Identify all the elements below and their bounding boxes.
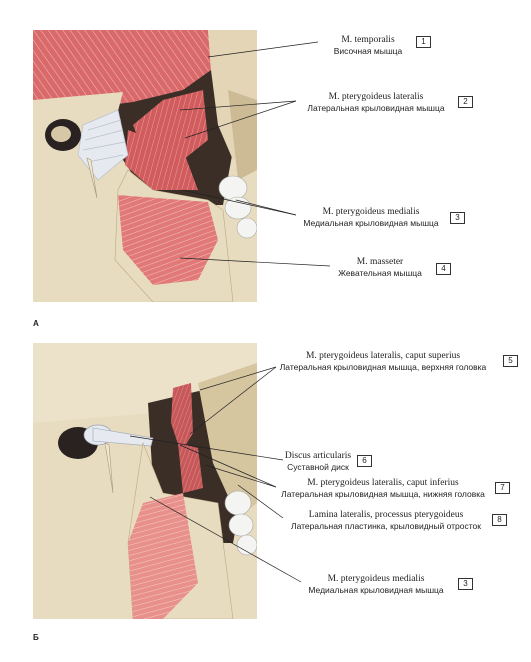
- label-7-latin: M. pterygoideus lateralis, caput inferiu…: [307, 478, 459, 488]
- label-4-russian: Жевательная мышца: [338, 268, 422, 278]
- label-3a-latin: M. pterygoideus medialis: [322, 207, 420, 217]
- illustration-panel-b: [33, 343, 257, 619]
- label-4: M. masseter Жевательная мышца: [330, 257, 430, 279]
- label-5-latin: M. pterygoideus lateralis, caput superiu…: [305, 351, 461, 361]
- label-3a-russian: Медиальная крыловидная мышца: [303, 218, 439, 228]
- label-6-latin: Discus articularis: [284, 451, 352, 461]
- callout-number-6: 6: [357, 455, 372, 467]
- label-2: M. pterygoideus lateralis Латеральная кр…: [296, 92, 456, 114]
- callout-number-1: 1: [416, 36, 431, 48]
- callout-number-8: 8: [492, 514, 507, 526]
- label-3b-latin: M. pterygoideus medialis: [327, 574, 425, 584]
- panel-letter-b: Б: [33, 633, 39, 642]
- label-8: Lamina lateralis, processus pterygoideus…: [283, 510, 489, 532]
- callout-number-2: 2: [458, 96, 473, 108]
- label-6-russian: Суставной диск: [287, 462, 349, 472]
- label-5-russian: Латеральная крыловидная мышца, верхняя г…: [279, 362, 487, 372]
- panel-letter-a: А: [33, 319, 39, 328]
- medial-pterygoid-muscle: [125, 130, 198, 190]
- label-4-latin: M. masseter: [356, 257, 404, 267]
- callout-number-3a: 3: [450, 212, 465, 224]
- label-1-russian: Височная мышца: [333, 46, 403, 56]
- skull-lateral-view-b: [33, 343, 257, 619]
- callout-number-5: 5: [503, 355, 518, 367]
- label-7: M. pterygoideus lateralis, caput inferiu…: [276, 478, 490, 500]
- label-6: Discus articularis Суставной диск: [283, 451, 353, 473]
- label-1: M. temporalis Височная мышца: [318, 35, 418, 57]
- callout-number-3b: 3: [458, 578, 473, 590]
- label-7-russian: Латеральная крыловидная мышца, нижняя го…: [281, 489, 485, 499]
- label-2-latin: M. pterygoideus lateralis: [328, 92, 424, 102]
- label-5: M. pterygoideus lateralis, caput superiu…: [276, 351, 490, 373]
- skull-lateral-view-a: [33, 30, 257, 302]
- lateral-pterygoid-superior-head: [171, 383, 193, 453]
- callout-number-4: 4: [436, 263, 451, 275]
- label-2-russian: Латеральная крыловидная мышца: [307, 103, 445, 113]
- label-8-latin: Lamina lateralis, processus pterygoideus: [308, 510, 464, 520]
- label-3a: M. pterygoideus medialis Медиальная крыл…: [296, 207, 446, 229]
- label-8-russian: Латеральная пластинка, крыловидный отрос…: [291, 521, 481, 531]
- label-3b: M. pterygoideus medialis Медиальная крыл…: [301, 574, 451, 596]
- label-3b-russian: Медиальная крыловидная мышца: [308, 585, 444, 595]
- label-1-latin: M. temporalis: [341, 35, 395, 45]
- illustration-panel-a: [33, 30, 257, 302]
- temporalis-muscle: [33, 30, 211, 110]
- callout-number-7: 7: [495, 482, 510, 494]
